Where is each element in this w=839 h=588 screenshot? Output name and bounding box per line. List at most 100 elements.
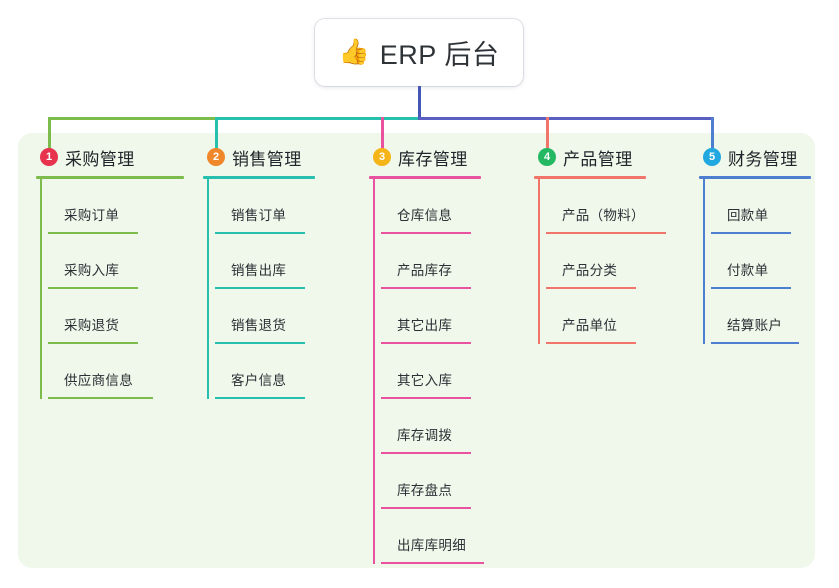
leaf-item[interactable]: 库存盘点 xyxy=(381,454,481,509)
column-3: 3 库存管理仓库信息产品库存其它出库其它入库库存调拨库存盘点出库库明细 xyxy=(369,144,484,564)
leaf-item-rule xyxy=(48,397,153,399)
column-items-2: 销售订单销售出库销售退货客户信息 xyxy=(203,179,315,399)
column-spine-3 xyxy=(373,179,375,564)
leaf-item[interactable]: 销售退货 xyxy=(215,289,315,344)
column-title-3: 库存管理 xyxy=(398,149,468,169)
leaf-item-rule xyxy=(381,287,471,289)
column-header-1[interactable]: 1 采购管理 xyxy=(36,144,184,170)
column-rule-5 xyxy=(699,176,811,179)
column-badge-3: 3 xyxy=(373,148,391,166)
column-badge-1: 1 xyxy=(40,148,58,166)
leaf-item-rule xyxy=(381,232,471,234)
leaf-item[interactable]: 结算账户 xyxy=(711,289,811,344)
leaf-item-rule xyxy=(215,287,305,289)
column-badge-5: 5 xyxy=(703,148,721,166)
column-rule-4 xyxy=(534,176,646,179)
leaf-item[interactable]: 库存调拨 xyxy=(381,399,481,454)
connector-drop-4 xyxy=(546,117,549,160)
leaf-item[interactable]: 采购订单 xyxy=(48,179,184,234)
column-header-3[interactable]: 3 库存管理 xyxy=(369,144,481,170)
leaf-item[interactable]: 销售出库 xyxy=(215,234,315,289)
column-rule-2 xyxy=(203,176,315,179)
column-1: 1 采购管理采购订单采购入库采购退货供应商信息 xyxy=(36,144,184,399)
thumbs-up-icon: 👍 xyxy=(338,38,370,66)
leaf-item[interactable]: 回款单 xyxy=(711,179,811,234)
leaf-item[interactable]: 采购入库 xyxy=(48,234,184,289)
leaf-item-label: 供应商信息 xyxy=(64,373,133,388)
leaf-item-label: 产品库存 xyxy=(397,263,453,278)
leaf-item-label: 客户信息 xyxy=(231,373,287,388)
leaf-item-rule xyxy=(48,232,138,234)
column-items-5: 回款单付款单结算账户 xyxy=(699,179,811,344)
connector-drop-3 xyxy=(381,117,384,160)
column-2: 2 销售管理销售订单销售出库销售退货客户信息 xyxy=(203,144,315,399)
column-title-1: 采购管理 xyxy=(65,149,135,169)
column-spine-4 xyxy=(538,179,540,344)
column-items-1: 采购订单采购入库采购退货供应商信息 xyxy=(36,179,184,399)
leaf-item-rule xyxy=(381,397,471,399)
connector-bus-left xyxy=(48,117,217,120)
root-node[interactable]: 👍 ERP 后台 xyxy=(315,19,523,86)
leaf-item[interactable]: 仓库信息 xyxy=(381,179,481,234)
leaf-item-rule xyxy=(381,562,484,564)
leaf-item[interactable]: 其它出库 xyxy=(381,289,481,344)
column-header-2[interactable]: 2 销售管理 xyxy=(203,144,315,170)
leaf-item-rule xyxy=(381,507,471,509)
leaf-item-label: 采购入库 xyxy=(64,263,120,278)
leaf-item[interactable]: 出库库明细 xyxy=(381,509,484,564)
leaf-item-label: 出库库明细 xyxy=(397,538,466,553)
column-items-3: 仓库信息产品库存其它出库其它入库库存调拨库存盘点出库库明细 xyxy=(369,179,484,564)
leaf-item-label: 销售出库 xyxy=(231,263,287,278)
leaf-item-rule xyxy=(215,342,305,344)
column-5: 5 财务管理回款单付款单结算账户 xyxy=(699,144,811,344)
leaf-item-label: 销售订单 xyxy=(231,208,287,223)
column-rule-1 xyxy=(36,176,184,179)
leaf-item[interactable]: 供应商信息 xyxy=(48,344,184,399)
leaf-item-label: 产品（物料） xyxy=(562,208,645,223)
diagram-panel xyxy=(18,133,815,568)
leaf-item[interactable]: 销售订单 xyxy=(215,179,315,234)
leaf-item-rule xyxy=(711,287,791,289)
leaf-item-rule xyxy=(546,287,636,289)
leaf-item-rule xyxy=(215,232,305,234)
column-rule-3 xyxy=(369,176,481,179)
column-title-4: 产品管理 xyxy=(563,149,633,169)
leaf-item[interactable]: 采购退货 xyxy=(48,289,184,344)
leaf-item[interactable]: 产品（物料） xyxy=(546,179,666,234)
connector-root-stem xyxy=(418,86,421,120)
connector-drop-2 xyxy=(215,117,218,160)
column-items-4: 产品（物料） 产品分类产品单位 xyxy=(534,179,666,344)
leaf-item-rule xyxy=(381,452,471,454)
leaf-item-rule xyxy=(381,342,471,344)
leaf-item-rule xyxy=(215,397,305,399)
column-spine-1 xyxy=(40,179,42,399)
leaf-item[interactable]: 产品单位 xyxy=(546,289,646,344)
leaf-item-label: 采购订单 xyxy=(64,208,120,223)
column-title-5: 财务管理 xyxy=(728,149,798,169)
leaf-item-label: 库存盘点 xyxy=(397,483,453,498)
leaf-item-label: 其它出库 xyxy=(397,318,453,333)
column-spine-5 xyxy=(703,179,705,344)
leaf-item[interactable]: 付款单 xyxy=(711,234,811,289)
leaf-item[interactable]: 产品库存 xyxy=(381,234,481,289)
leaf-item[interactable]: 其它入库 xyxy=(381,344,481,399)
leaf-item-rule xyxy=(48,342,138,344)
leaf-item-rule xyxy=(546,232,666,234)
column-header-5[interactable]: 5 财务管理 xyxy=(699,144,811,170)
column-title-2: 销售管理 xyxy=(232,149,302,169)
leaf-item-label: 产品单位 xyxy=(562,318,618,333)
leaf-item[interactable]: 客户信息 xyxy=(215,344,315,399)
leaf-item-label: 库存调拨 xyxy=(397,428,453,443)
column-badge-2: 2 xyxy=(207,148,225,166)
connector-drop-1 xyxy=(48,117,51,160)
leaf-item-label: 采购退货 xyxy=(64,318,120,333)
leaf-item-rule xyxy=(711,232,791,234)
leaf-item-label: 结算账户 xyxy=(727,318,783,333)
root-node-label: ERP 后台 xyxy=(379,40,500,70)
leaf-item-label: 销售退货 xyxy=(231,318,287,333)
leaf-item-label: 其它入库 xyxy=(397,373,453,388)
leaf-item[interactable]: 产品分类 xyxy=(546,234,646,289)
leaf-item-rule xyxy=(546,342,636,344)
